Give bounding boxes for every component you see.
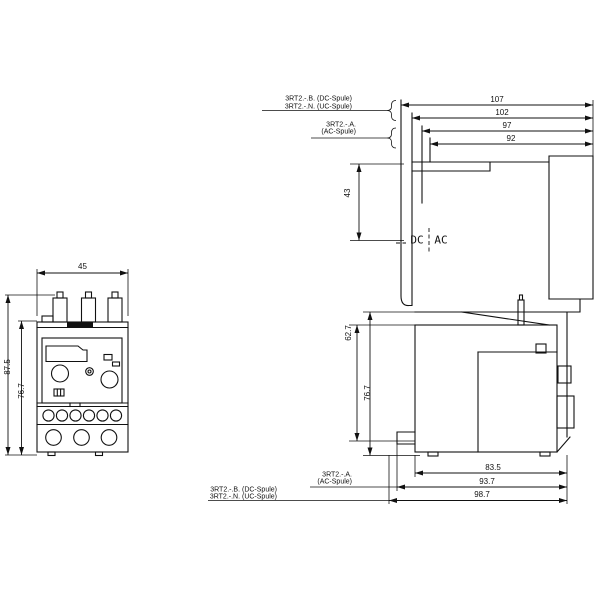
adjust-dial (50, 364, 70, 383)
front-view-dimensions (5, 269, 129, 456)
label-ac-coil-bottom-line1: 3RT2.-.A. (322, 470, 352, 478)
dim-relay-depth: 83.5 (485, 462, 501, 472)
switch-indicator (53, 388, 65, 397)
dim-depth-uc: 102 (495, 108, 509, 117)
test-screw (85, 367, 94, 376)
label-strip (67, 322, 93, 328)
side-view (396, 99, 594, 457)
dim-height-body: 76.7 (17, 383, 26, 399)
label-ac-coil-top-line2: (AC-Spule) (321, 128, 356, 136)
label-dc-coil-top: 3RT2.-.B. (DC-Spule) (285, 95, 352, 103)
dim-depth-dc: 107 (490, 95, 504, 104)
stop-button (557, 365, 572, 384)
front-view (36, 291, 129, 457)
label-uc-coil-bottom: 3RT2.-.N. (UC-Spule) (209, 493, 277, 501)
label-ac-coil-bottom-line2: (AC-Spule) (317, 478, 352, 486)
coil-dc-text: DC (410, 233, 424, 247)
dim-depth-ac1: 97 (502, 121, 512, 130)
dim-depth-ac2: 92 (506, 134, 516, 143)
dim-width: 45 (78, 262, 87, 271)
reset-dial (100, 370, 119, 389)
dim-coil-height: 43 (343, 188, 352, 198)
coil-ac-text: AC (434, 233, 448, 247)
side-view-dimensions (208, 100, 594, 504)
dim-body-height: 62.7 (344, 325, 353, 341)
label-uc-coil-top: 3RT2.-.N. (UC-Spule) (284, 102, 352, 110)
dim-depth-dc-bottom: 98.7 (474, 490, 490, 499)
dim-total-height: 76.7 (363, 385, 372, 401)
dim-depth-ac-bottom: 93.7 (479, 476, 495, 486)
relay-body (414, 324, 558, 453)
label-ac-coil-top-line1: 3RT2.-.A. (326, 120, 356, 128)
nameplate (45, 345, 88, 363)
label-dc-coil-bottom: 3RT2.-.B. (DC-Spule) (210, 486, 277, 494)
dim-height-total: 87.5 (3, 359, 12, 375)
